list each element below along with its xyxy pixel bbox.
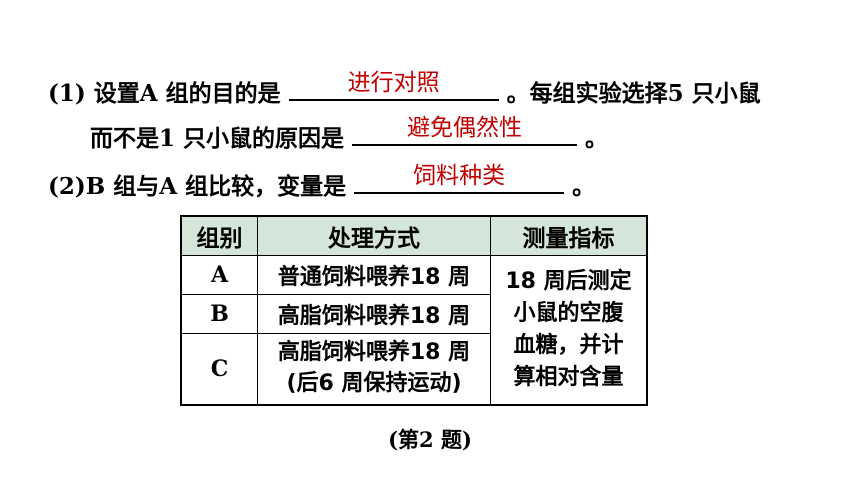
- q2-prefix: (2)B 组与A 组比较，变量是: [48, 173, 347, 200]
- q1-line1-prefix: (1) 设置A 组的目的是: [48, 80, 281, 107]
- measure-line-3: 血糖，并计: [513, 333, 624, 358]
- q1-line1-suffix: 。每组实验选择5 只小鼠: [506, 80, 761, 107]
- measure-line-2: 小鼠的空腹: [513, 301, 624, 327]
- question-2-line: (2)B 组与A 组比较，变量是 饲料种类 。: [48, 163, 596, 201]
- treatment-c-line-2: (后6 周保持运动): [286, 371, 462, 396]
- treatment-c-line-1: 高脂饲料喂养18 周: [277, 340, 471, 366]
- q1-line2-suffix: 。: [585, 125, 609, 152]
- header-group: 组别: [180, 215, 258, 256]
- cell-group-b: B: [180, 294, 258, 334]
- table-header-row: 组别 处理方式 测量指标: [180, 215, 648, 256]
- cell-group-c: C: [180, 333, 258, 406]
- q1-line2-prefix: 而不是1 只小鼠的原因是: [90, 125, 345, 152]
- cell-group-a: A: [180, 255, 258, 295]
- answer-blank-2: 避免偶然性: [352, 115, 578, 146]
- table-row: C 高脂饲料喂养18 周 (后6 周保持运动): [180, 333, 647, 406]
- figure-caption: (第2 题): [388, 427, 472, 452]
- q2-suffix: 。: [572, 173, 596, 200]
- measure-line-1: 18 周后测定: [505, 269, 632, 295]
- experiment-table: 组别 处理方式 测量指标 A 普通饲料喂养18 周 18 周后测定 小鼠的空腹 …: [180, 215, 648, 406]
- table-row: B 高脂饲料喂养18 周: [180, 294, 647, 334]
- cell-treatment-c: 高脂饲料喂养18 周 (后6 周保持运动): [257, 333, 491, 406]
- answer-blank-1: 进行对照: [288, 70, 499, 101]
- answer-text-2: 避免偶然性: [407, 115, 523, 141]
- cell-measure: 18 周后测定 小鼠的空腹 血糖，并计 算相对含量: [490, 255, 648, 406]
- cell-treatment-a: 普通饲料喂养18 周: [257, 255, 491, 295]
- answer-text-3: 饲料种类: [413, 163, 506, 189]
- table-row: A 普通饲料喂养18 周 18 周后测定 小鼠的空腹 血糖，并计 算相对含量: [180, 255, 648, 406]
- cell-treatment-b: 高脂饲料喂养18 周: [257, 294, 491, 334]
- header-measure: 测量指标: [490, 215, 648, 256]
- answer-blank-3: 饲料种类: [354, 163, 565, 194]
- header-treatment: 处理方式: [257, 215, 491, 256]
- question-1-line-2: 而不是1 只小鼠的原因是 避免偶然性 。: [90, 115, 609, 153]
- question-1-line-1: (1) 设置A 组的目的是 进行对照 。每组实验选择5 只小鼠: [48, 70, 761, 108]
- measure-line-4: 算相对含量: [513, 364, 624, 390]
- answer-text-1: 进行对照: [347, 70, 440, 96]
